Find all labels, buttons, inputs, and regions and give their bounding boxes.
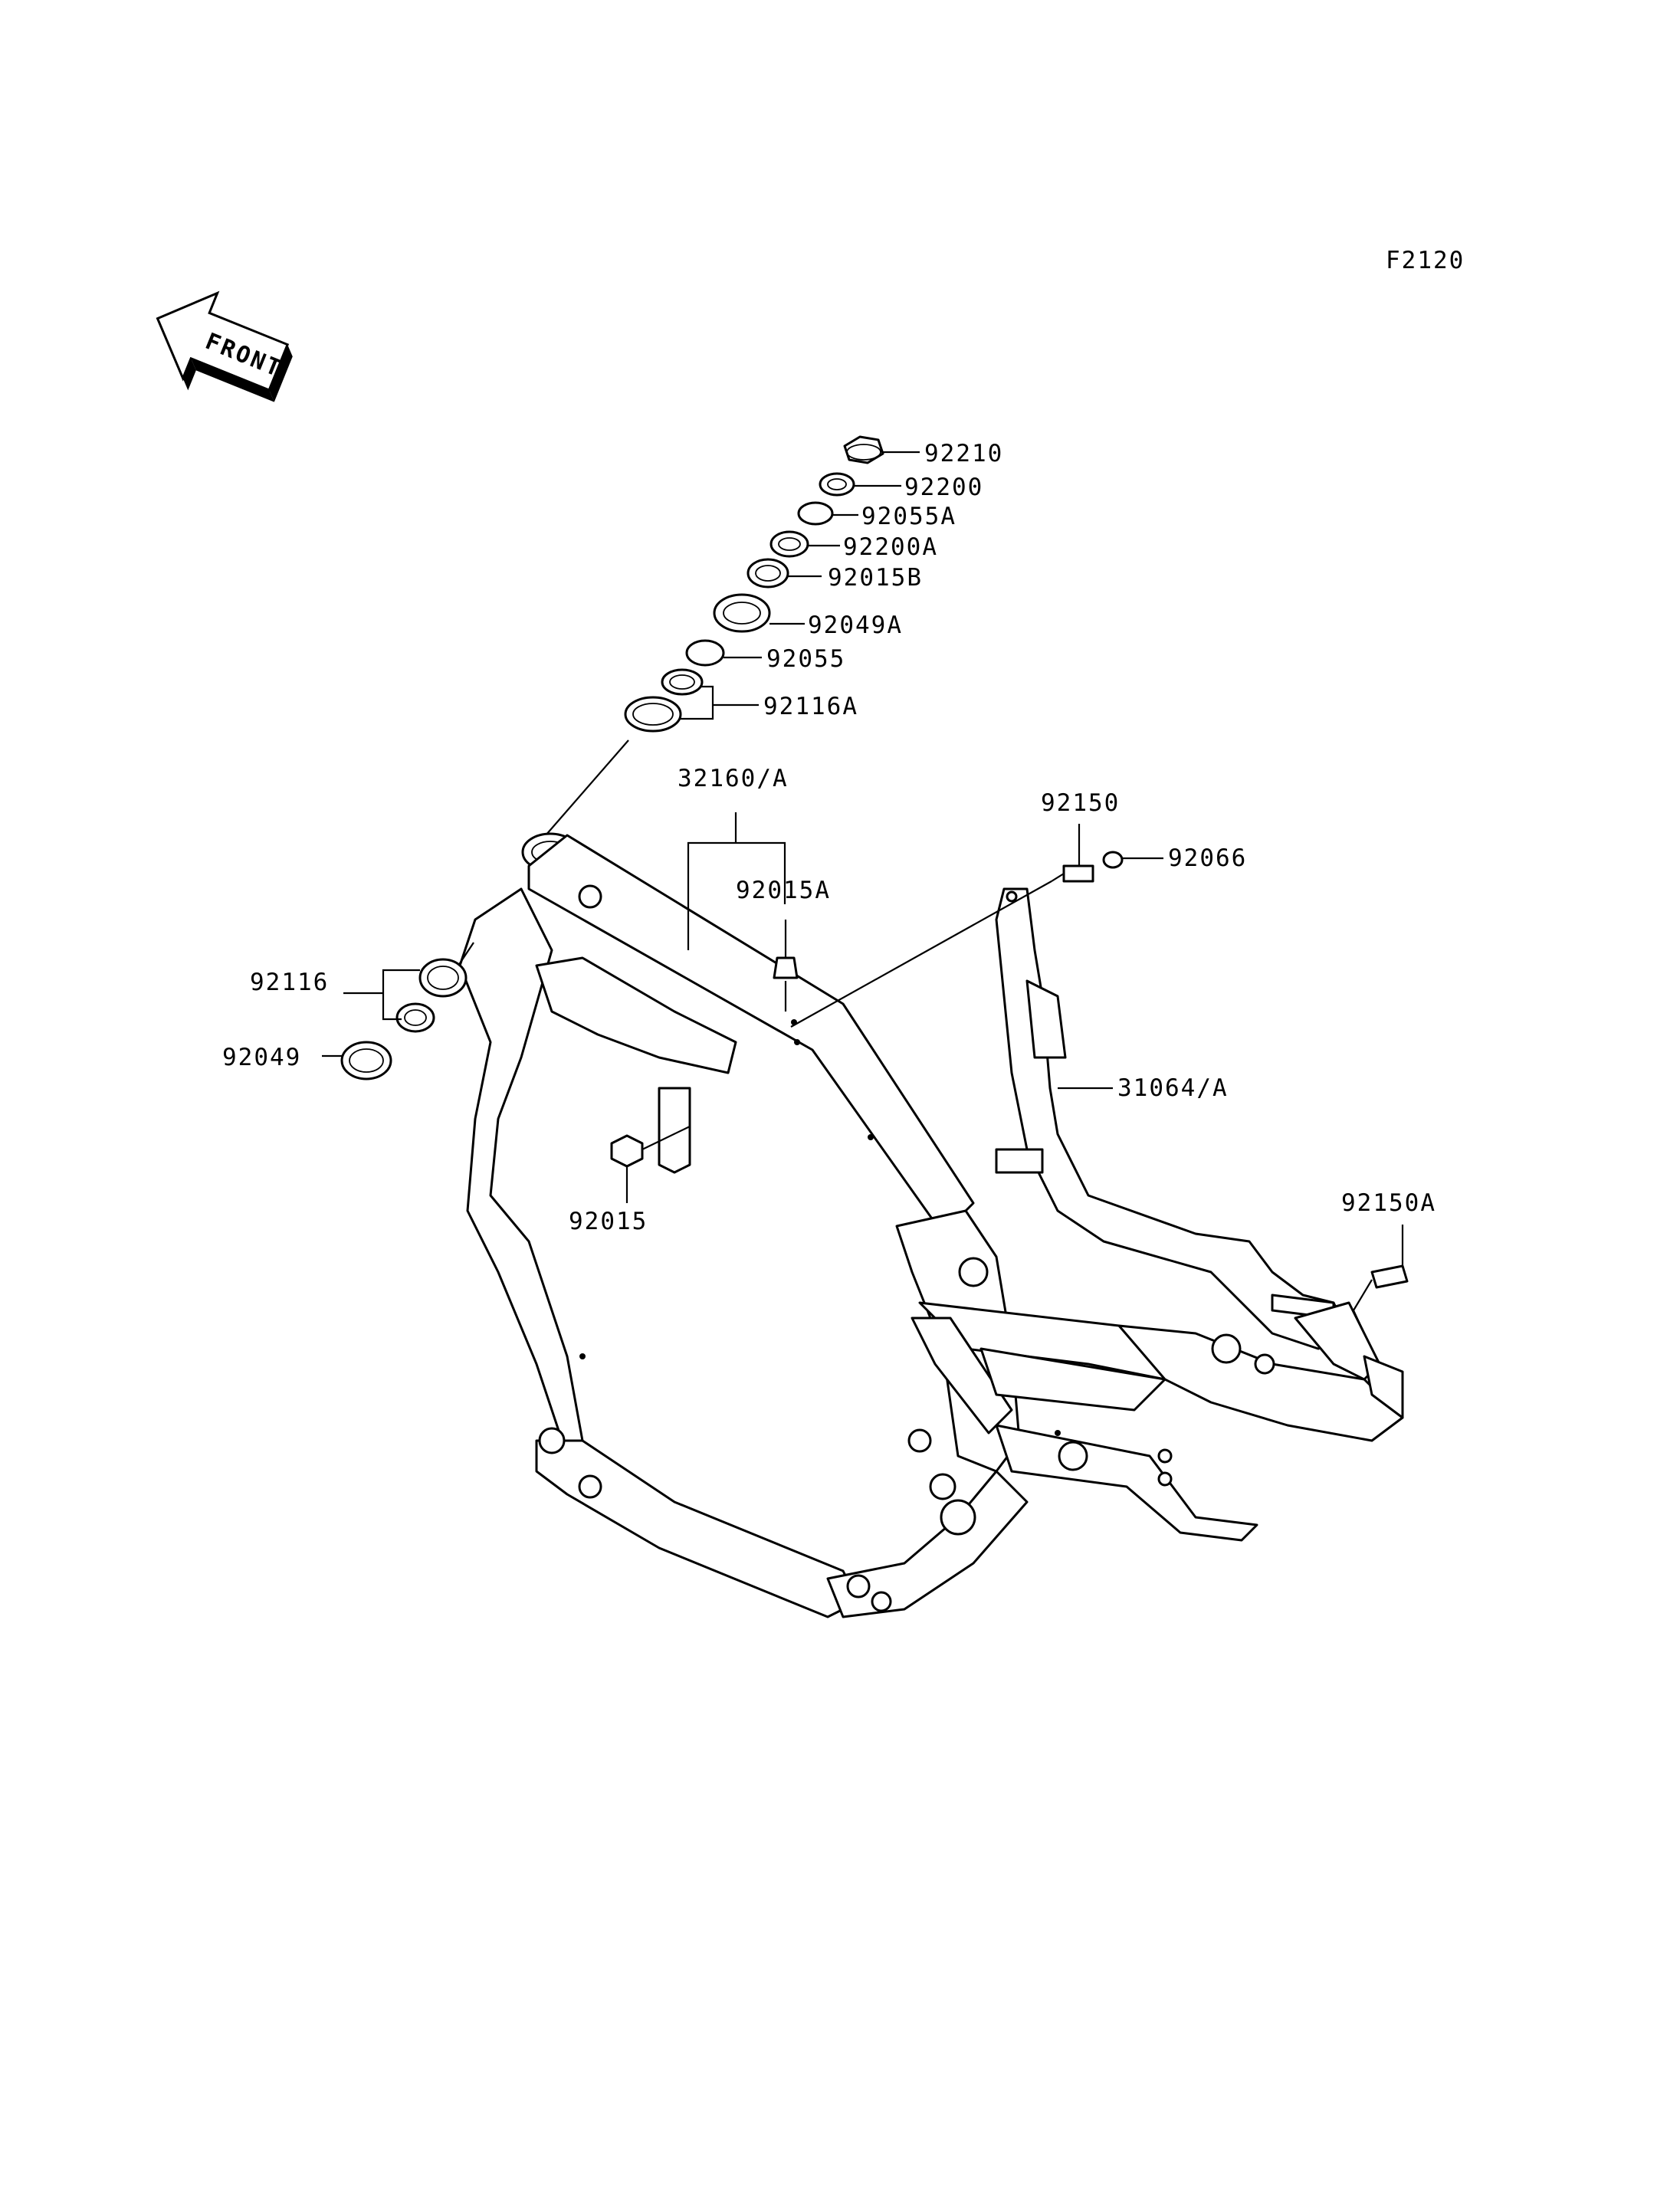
nut-92015-icon [610,1134,644,1168]
callout-92049: 92049 [222,1044,301,1071]
seal-92049a-icon [713,593,771,633]
bolt-92150-icon [1062,864,1094,883]
callout-92055a: 92055A [861,503,956,530]
bolt-92150a-icon [1370,1264,1409,1289]
callout-92015: 92015 [569,1208,648,1235]
callout-92150: 92150 [1041,789,1120,817]
nut-92210-icon [843,435,884,464]
nut-92015a-icon [773,956,799,979]
callout-92015a: 92015A [736,877,831,904]
washer-92200a-icon [769,530,809,558]
lower-bearing-parts [322,942,474,1080]
front-arrow-icon: FRONT [156,290,293,402]
bearing-92116-icon [395,1002,435,1033]
callout-labels: 92210 92200 92055A 92200A 92015B 92049A … [222,440,1436,1235]
washer-92200-icon [819,472,855,497]
seal-92049-icon [340,1041,392,1080]
callout-32160a: 32160/A [678,765,789,792]
callout-92049a: 92049A [808,612,903,639]
callout-92150a: 92150A [1341,1189,1436,1217]
callout-92066: 92066 [1168,844,1247,872]
race-92116-icon [418,958,468,998]
callout-92015b: 92015B [828,564,923,592]
callout-92116a: 92116A [763,693,858,720]
nut-92015b-icon [746,558,789,589]
main-frame [458,832,1404,1618]
callout-92200: 92200 [904,474,983,501]
washer-92066-icon [1102,851,1124,869]
bearing-92116a-upper-icon [661,668,704,696]
callout-92200a: 92200A [843,533,938,561]
fastener-parts [610,812,1409,1334]
callout-31064a: 31064/A [1117,1074,1229,1102]
oring-92055a-icon [797,501,834,526]
figure-code: F2120 [1386,247,1465,274]
steering-stack-parts [545,435,920,836]
callout-92055: 92055 [766,645,845,673]
oring-92055-icon [685,639,725,667]
callout-92210: 92210 [924,440,1003,467]
callout-92116: 92116 [250,969,329,996]
